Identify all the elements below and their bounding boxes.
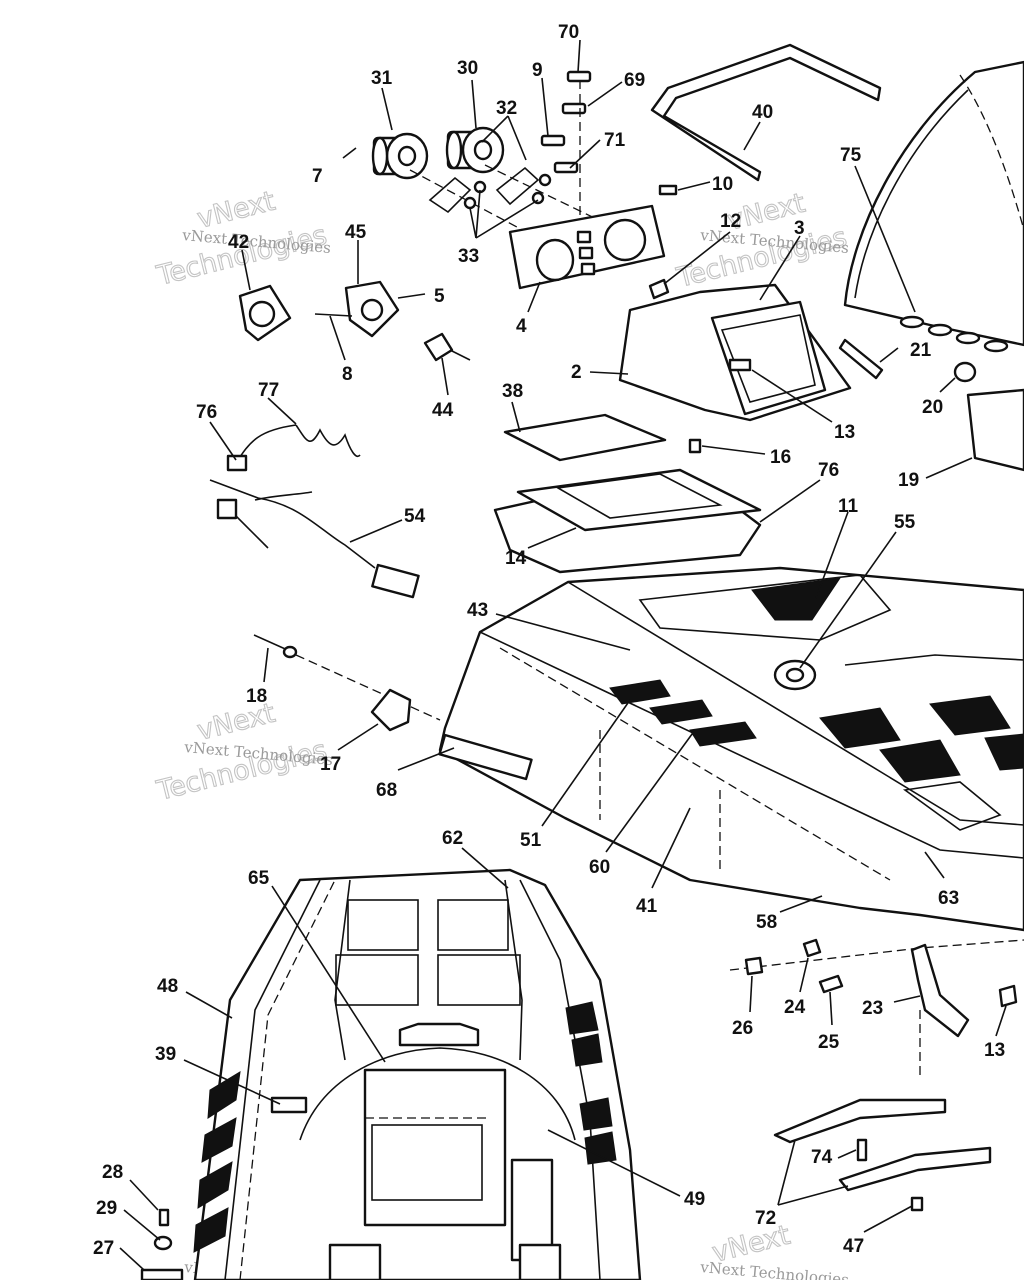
callout-77: 77 — [258, 380, 279, 401]
callout-40: 40 — [752, 102, 773, 123]
callout-14: 14 — [505, 548, 527, 569]
storage-tray — [493, 468, 762, 574]
windshield-trim-strip — [650, 43, 882, 182]
callout-32: 32 — [496, 98, 517, 119]
callout-19: 19 — [898, 470, 919, 491]
windshield — [843, 60, 1024, 347]
callout-11: 11 — [838, 496, 859, 517]
wiring-harness — [209, 424, 420, 599]
callout-63: 63 — [938, 888, 959, 909]
callout-4: 4 — [516, 316, 527, 337]
windshield-slots — [899, 315, 1009, 353]
callout-62: 62 — [442, 828, 463, 849]
callout-68: 68 — [376, 780, 397, 801]
callout-29: 29 — [96, 1198, 117, 1219]
callout-28: 28 — [102, 1162, 123, 1183]
hood-bracket — [370, 688, 412, 732]
callout-39: 39 — [155, 1044, 176, 1065]
callout-12: 12 — [720, 211, 741, 232]
callout-13: 13 — [984, 1040, 1005, 1061]
callout-20: 20 — [922, 397, 943, 418]
callout-16: 16 — [770, 447, 791, 468]
parts-drawings — [140, 43, 1024, 1280]
callout-17: 17 — [320, 754, 341, 775]
callout-69: 69 — [624, 70, 645, 91]
callout-76: 76 — [196, 402, 217, 423]
callout-23: 23 — [862, 998, 883, 1019]
callout-74: 74 — [811, 1147, 833, 1168]
callout-labels: 70 69 9 71 30 31 32 7 33 4 40 75 10 12 3… — [93, 22, 1005, 1259]
callout-31: 31 — [371, 68, 393, 89]
callout-70: 70 — [558, 22, 579, 43]
callout-26: 26 — [732, 1018, 753, 1039]
callout-41: 41 — [636, 896, 658, 917]
callout-58: 58 — [756, 912, 777, 933]
callout-76: 76 — [818, 460, 839, 481]
callout-10: 10 — [712, 174, 733, 195]
gauge-30 — [445, 126, 505, 174]
leader-lines — [119, 39, 1007, 1271]
callout-54: 54 — [404, 506, 426, 527]
gauge-31 — [371, 132, 429, 180]
watermark-small: vNext Technologies — [699, 1258, 850, 1280]
callout-51: 51 — [520, 830, 542, 851]
callout-43: 43 — [467, 600, 488, 621]
callout-48: 48 — [157, 976, 178, 997]
callout-60: 60 — [589, 857, 610, 878]
callout-5: 5 — [434, 286, 445, 307]
callout-30: 30 — [457, 58, 478, 79]
lower-hood-top-view — [193, 868, 642, 1280]
mounting-bracket-lower — [838, 1146, 992, 1192]
callout-18: 18 — [246, 686, 267, 707]
callout-24: 24 — [784, 997, 806, 1018]
callout-45: 45 — [345, 222, 367, 243]
callout-55: 55 — [894, 512, 916, 533]
callout-9: 9 — [532, 60, 543, 81]
callout-44: 44 — [432, 400, 454, 421]
callout-2: 2 — [571, 362, 582, 383]
callout-33: 33 — [458, 246, 479, 267]
callout-25: 25 — [818, 1032, 840, 1053]
callout-7: 7 — [312, 166, 323, 187]
callout-13: 13 — [834, 422, 855, 443]
callout-72: 72 — [755, 1208, 776, 1229]
mounting-bracket-upper — [773, 1098, 947, 1144]
callout-49: 49 — [684, 1189, 705, 1210]
callout-27: 27 — [93, 1238, 114, 1259]
dash-housing — [618, 283, 852, 422]
callout-3: 3 — [794, 218, 805, 239]
callout-71: 71 — [604, 130, 626, 151]
callout-8: 8 — [342, 364, 353, 385]
insulation-pad — [503, 413, 667, 462]
hood-latch — [910, 943, 970, 1038]
callout-65: 65 — [248, 868, 270, 889]
callout-38: 38 — [502, 381, 523, 402]
callout-75: 75 — [840, 145, 862, 166]
callout-21: 21 — [910, 340, 932, 361]
hood-assembly — [438, 566, 1024, 932]
callout-42: 42 — [228, 232, 249, 253]
callout-47: 47 — [843, 1236, 864, 1257]
instrument-panel-plate — [508, 204, 666, 290]
